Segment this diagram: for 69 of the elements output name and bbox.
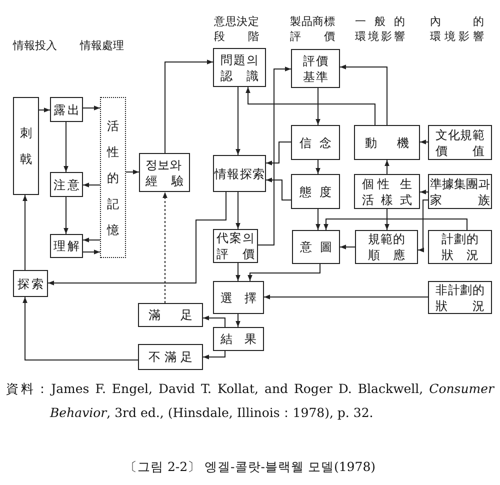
arrow xyxy=(384,160,390,174)
process-box: 探索 xyxy=(13,270,48,297)
arrow xyxy=(126,170,140,174)
process-box: 注意 xyxy=(50,172,83,197)
arrow xyxy=(236,314,240,328)
process-box: 準據集團과 家族 xyxy=(428,174,492,209)
arrow xyxy=(82,238,100,242)
column-heading: 情報投入 xyxy=(13,38,58,53)
process-box: 態度 xyxy=(291,174,340,209)
arrow xyxy=(236,262,240,282)
process-box: 評價基準 xyxy=(291,49,340,88)
process-box: 文化規範價值 xyxy=(428,125,492,160)
arrow xyxy=(164,60,214,154)
memory-box: 活性的記憶 xyxy=(100,97,126,258)
arrow xyxy=(316,88,320,126)
process-box: 個性 生活樣式 xyxy=(354,174,420,209)
process-box: 理解 xyxy=(50,234,83,258)
arrow xyxy=(236,192,240,230)
figure-caption: 〔그림 2-2〕 엥겔-콜랏-블랙웰 모델(1978) xyxy=(123,459,377,474)
column-heading: 製品商標評價 xyxy=(290,14,335,44)
arrow xyxy=(266,178,292,200)
arrow xyxy=(340,64,388,126)
arrow xyxy=(316,160,320,174)
column-heading: 情報處理 xyxy=(80,38,125,53)
arrow xyxy=(82,106,100,110)
stimulus-box: 刺戟 xyxy=(13,97,39,195)
process-box: 結果 xyxy=(213,327,264,351)
arrow xyxy=(384,208,390,230)
arrow xyxy=(420,140,428,144)
process-box: 代案의 評價 xyxy=(213,229,258,263)
arrow xyxy=(48,192,226,286)
column-heading: 意思決定段階 xyxy=(214,14,259,44)
arrow xyxy=(64,122,68,172)
process-box: 規範的順應 xyxy=(355,230,418,264)
process-box: 計劃的狀況 xyxy=(428,230,492,264)
arrow xyxy=(246,86,376,126)
arrow xyxy=(266,142,292,166)
column-heading: 內的環境影響 xyxy=(430,14,484,44)
arrow xyxy=(202,316,226,328)
arrow xyxy=(316,208,320,230)
process-box: 信念 xyxy=(291,125,340,160)
process-box: 非計劃的狀況 xyxy=(428,281,492,314)
arrow xyxy=(324,218,468,230)
arrow xyxy=(162,192,168,304)
process-box: 動機 xyxy=(354,125,420,160)
process-box: 情報探索 xyxy=(213,155,266,192)
arrow xyxy=(340,244,356,250)
process-box: 問題의 認識 xyxy=(213,48,266,87)
process-box: 滿足 xyxy=(138,303,203,327)
process-box: 意圖 xyxy=(292,230,340,264)
arrow xyxy=(236,86,240,156)
arrow xyxy=(22,296,138,360)
arrow xyxy=(420,190,428,194)
arrow xyxy=(418,200,428,252)
process-box: 露出 xyxy=(50,97,83,122)
process-box: 選擇 xyxy=(213,281,264,314)
process-box: 정보와 經驗 xyxy=(139,153,190,192)
process-box: 不滿足 xyxy=(138,344,203,370)
arrow xyxy=(248,264,320,282)
arrow xyxy=(82,182,100,188)
column-heading: 一般的環境影響 xyxy=(355,14,405,44)
arrow xyxy=(202,350,226,360)
arrow xyxy=(64,196,68,234)
arrow xyxy=(22,194,28,270)
arrow xyxy=(264,294,428,300)
arrow xyxy=(258,66,292,246)
source-note: 資料：James F. Engel, David T. Kollat, and Roger D. Blackwell, Consumer Behavior, 3rd ed., (Hinsdale, Illinois：1978), p. 32. xyxy=(6,380,494,422)
arrow xyxy=(82,250,100,254)
arrow xyxy=(38,108,50,112)
